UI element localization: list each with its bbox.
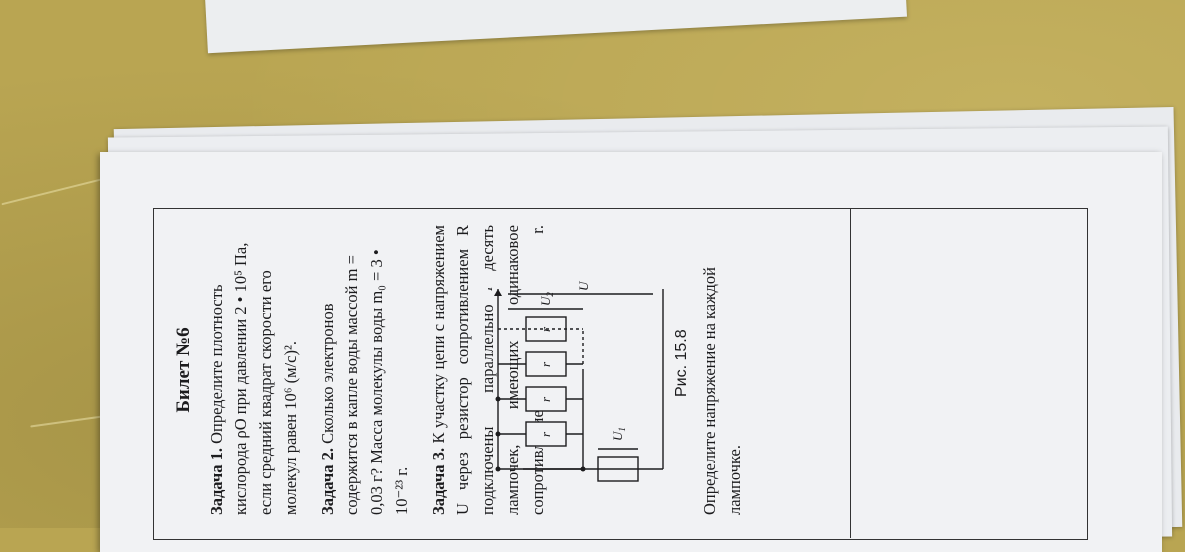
task-1: Задача 1. Определите плотность кислорода… (205, 225, 304, 515)
ticket-title: Билет №6 (173, 327, 194, 413)
task-2: Задача 2. Сколько электронов содержится … (316, 225, 415, 515)
frame-divider (850, 208, 851, 538)
label-u: U (576, 280, 591, 291)
circuit-diagram: I U1 U2 U r r r r (488, 280, 664, 482)
label-r: r (538, 396, 553, 402)
label-r: r (538, 361, 553, 367)
paper-sheet-main (100, 152, 1162, 552)
current-arrow-icon (494, 289, 502, 296)
task-2-label: Задача 2. (317, 448, 337, 515)
ticket-content: Билет №6 Задача 1. Определите плотность … (170, 225, 744, 515)
label-r: r (538, 326, 553, 332)
label-r: r (538, 431, 553, 437)
task-3-label: Задача 3. (428, 447, 448, 515)
lamp-resistor-3 (525, 351, 567, 377)
resistor-r-series (597, 456, 639, 482)
task-1-label: Задача 1. (206, 448, 226, 515)
label-u1: U1 (610, 427, 627, 441)
lamp-resistor-2 (525, 386, 567, 412)
label-current: I (488, 286, 495, 292)
lamp-resistor-1 (525, 421, 567, 447)
figure-caption: Рис. 15.8 (673, 329, 690, 397)
task-4: Определите напряжение на каждой лампочке… (700, 266, 744, 515)
label-u2: U2 (538, 292, 555, 306)
